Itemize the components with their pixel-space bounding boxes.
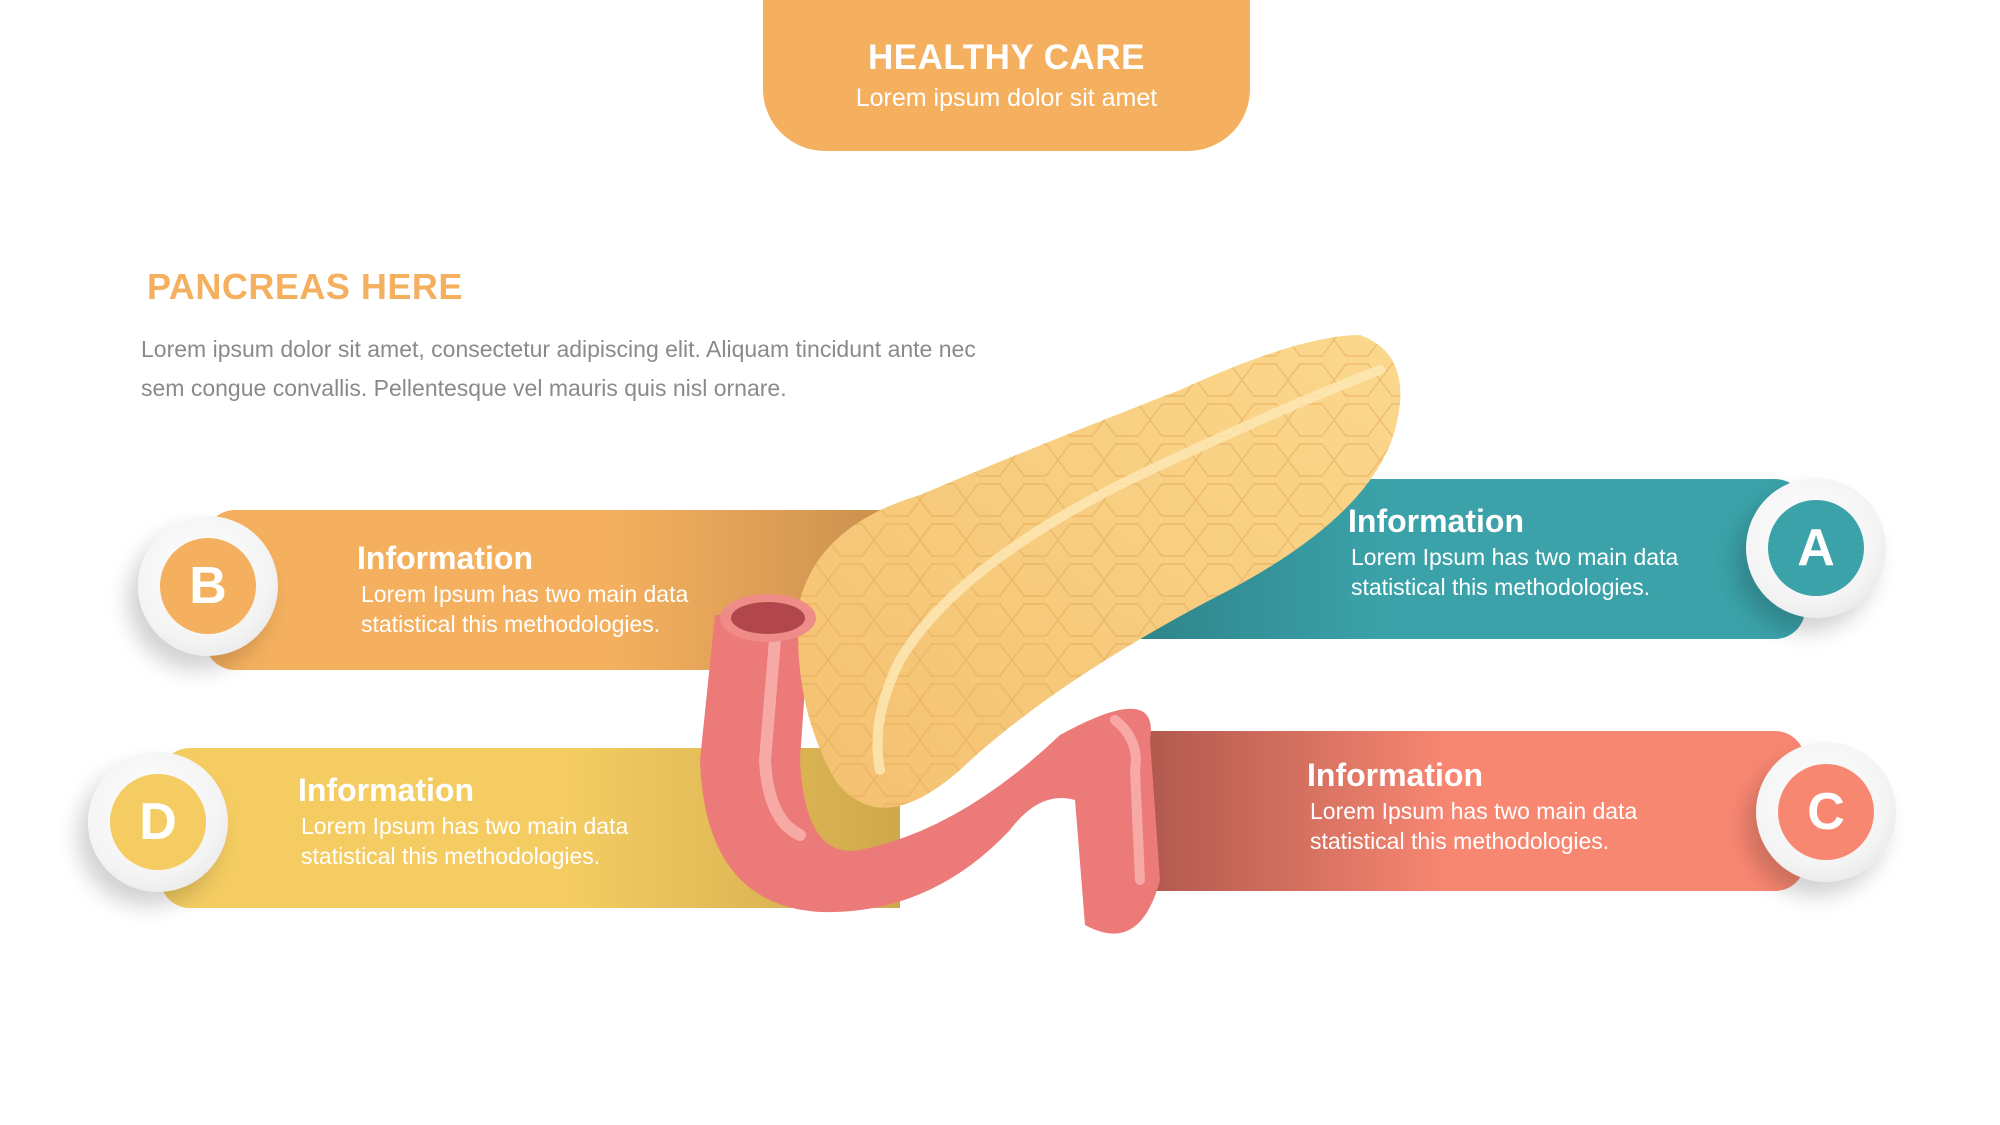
- badge-c: C: [1756, 742, 1896, 882]
- badge-b: B: [138, 516, 278, 656]
- badge-a: A: [1746, 478, 1886, 618]
- info-title-d: Information: [298, 772, 474, 808]
- intro-body: Lorem ipsum dolor sit amet, consectetur …: [141, 336, 976, 401]
- pancreas-highlight: [872, 365, 1385, 775]
- header-title: HEALTHY CARE: [868, 38, 1145, 77]
- info-title-a: Information: [1348, 503, 1524, 539]
- duct-opening: [731, 602, 805, 634]
- header-subtitle: Lorem ipsum dolor sit amet: [855, 84, 1158, 112]
- intro-title: PANCREAS HERE: [147, 266, 463, 307]
- info-bar-c: Information Lorem Ipsum has two main dat…: [1100, 731, 1805, 891]
- badge-letter-a: A: [1768, 500, 1864, 596]
- badge-letter-b: B: [160, 538, 256, 634]
- info-body-a: Lorem Ipsum has two main data statistica…: [1351, 544, 1679, 600]
- info-bar-b: Information Lorem Ipsum has two main dat…: [205, 510, 905, 670]
- info-body-b: Lorem Ipsum has two main data statistica…: [361, 581, 689, 637]
- info-title-c: Information: [1307, 757, 1483, 793]
- duct-highlight-lower: [1110, 715, 1145, 885]
- info-title-b: Information: [357, 540, 533, 576]
- header-tab: HEALTHY CARE Lorem ipsum dolor sit amet: [763, 0, 1250, 151]
- badge-letter-d: D: [110, 774, 206, 870]
- duct-highlight: [758, 634, 806, 841]
- info-body-c: Lorem Ipsum has two main data statistica…: [1310, 798, 1638, 854]
- badge-letter-c: C: [1778, 764, 1874, 860]
- badge-d: D: [88, 752, 228, 892]
- info-body-d: Lorem Ipsum has two main data statistica…: [301, 813, 629, 869]
- duct-lower: [700, 615, 1160, 934]
